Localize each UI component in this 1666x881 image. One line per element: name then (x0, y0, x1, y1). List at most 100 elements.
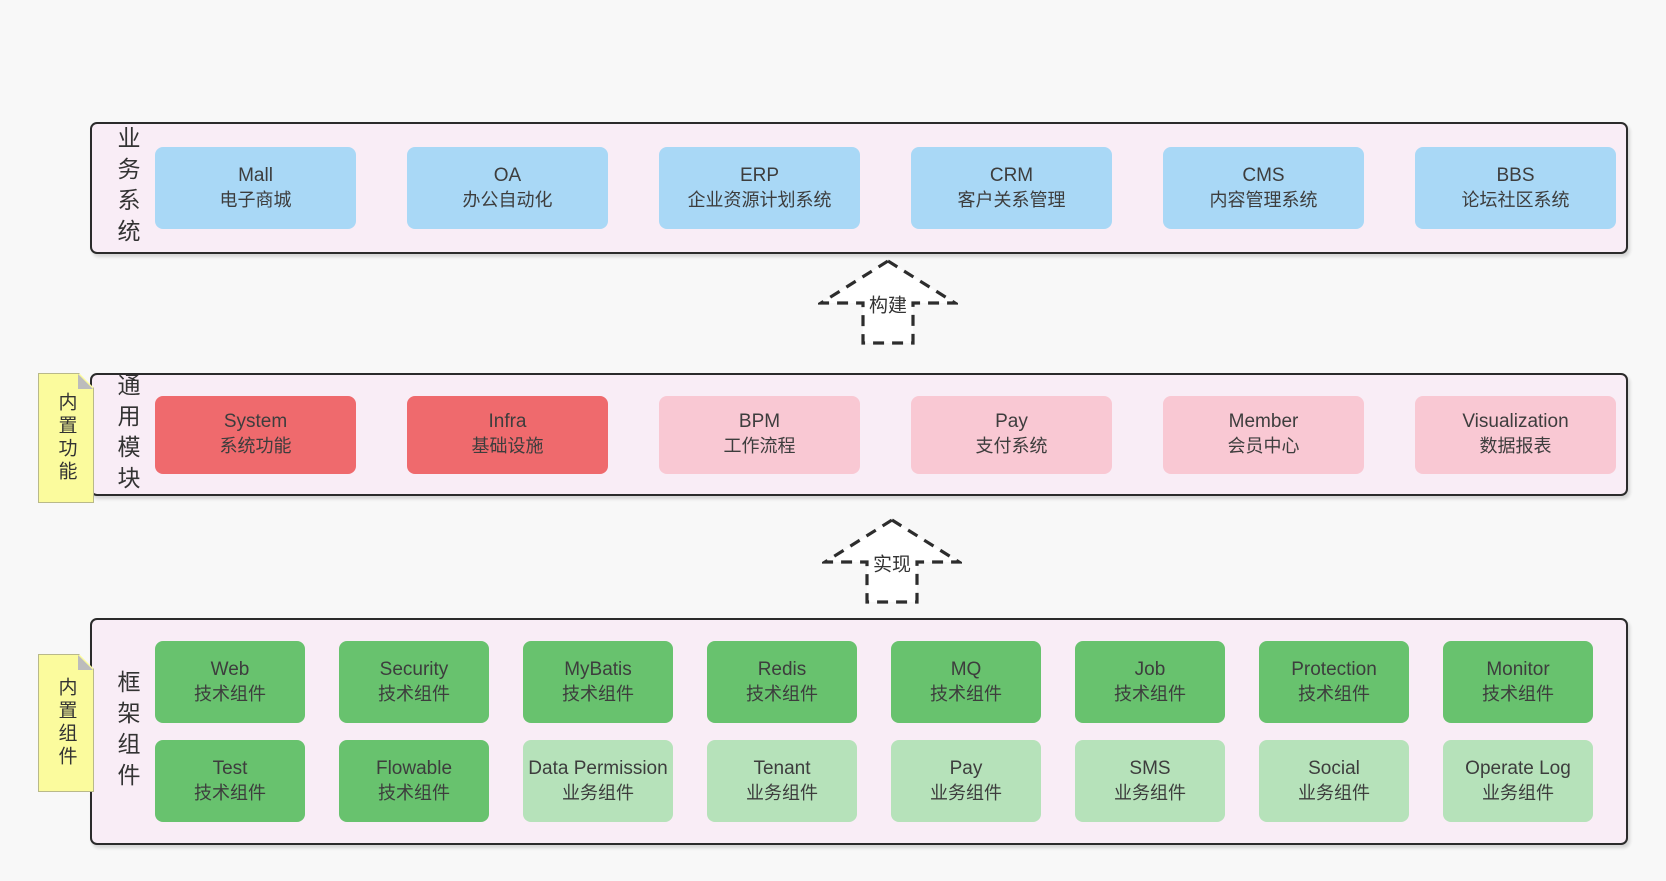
arrow-label: 构建 (865, 289, 911, 319)
band-label: 业务系统 (114, 126, 140, 250)
node-name-zh: 技术组件 (930, 683, 1002, 704)
node-name-zh: 办公自动化 (462, 189, 553, 210)
node-flowable: Flowable 技术组件 (339, 740, 489, 822)
node-cms: CMS 内容管理系统 (1163, 147, 1364, 229)
node-infra: Infra 基础设施 (407, 395, 608, 474)
node-name-zh: 企业资源计划系统 (687, 189, 832, 210)
node-name-en: Protection (1291, 658, 1377, 680)
band-label: 通用模块 (114, 372, 140, 497)
arrow-label: 实现 (869, 548, 915, 578)
node-name-en: MQ (950, 658, 982, 680)
sticky-note-built-in-features: 内置功能 (38, 373, 94, 503)
node-monitor: Monitor 技术组件 (1443, 641, 1593, 723)
node-erp: ERP 企业资源计划系统 (659, 147, 860, 229)
node-name-zh: 业务组件 (1114, 782, 1186, 803)
node-name-zh: 内容管理系统 (1209, 189, 1318, 210)
node-name-en: System (223, 411, 288, 433)
node-name-en: CMS (1242, 164, 1285, 186)
node-name-en: Tenant (753, 757, 811, 779)
node-name-en: ERP (739, 164, 780, 186)
node-crm: CRM 客户关系管理 (911, 147, 1112, 229)
node-social: Social 业务组件 (1259, 740, 1409, 822)
node-name-zh: 系统功能 (219, 436, 292, 457)
node-name-zh: 论坛社区系统 (1461, 189, 1570, 210)
node-name-en: Web (210, 658, 250, 680)
node-name-en: BBS (1496, 164, 1535, 186)
node-mq: MQ 技术组件 (891, 641, 1041, 723)
node-data-permission: Data Permission 业务组件 (523, 740, 673, 822)
node-name-en: Visualization (1462, 411, 1569, 433)
node-name-en: Flowable (375, 757, 453, 779)
node-name-zh: 业务组件 (1298, 782, 1370, 803)
node-name-en: Pay (995, 411, 1028, 433)
node-name-en: Pay (949, 757, 983, 779)
node-name-en: Operate Log (1465, 757, 1571, 779)
node-operate-log: Operate Log 业务组件 (1443, 740, 1593, 822)
node-name-zh: 会员中心 (1227, 436, 1300, 457)
node-name-en: Mall (238, 164, 273, 186)
node-visualization: Visualization 数据报表 (1415, 395, 1616, 474)
sticky-note-built-in-components: 内置组件 (38, 654, 94, 792)
node-row: System 系统功能 Infra 基础设施 BPM 工作流程 Pay 支付系统 Member 会… (155, 395, 1616, 474)
node-name-zh: 技术组件 (378, 683, 450, 704)
node-name-zh: 技术组件 (562, 683, 634, 704)
node-name-en: Security (379, 658, 449, 680)
sticky-label: 内置组件 (55, 677, 77, 769)
node-bbs: BBS 论坛社区系统 (1415, 147, 1616, 229)
node-tenant: Tenant 业务组件 (707, 740, 857, 822)
node-name-zh: 工作流程 (723, 436, 796, 457)
band-rows: System 系统功能 Infra 基础设施 BPM 工作流程 Pay 支付系统 Member 会… (155, 375, 1616, 494)
node-sms: SMS 业务组件 (1075, 740, 1225, 822)
sticky-label: 内置功能 (55, 392, 77, 484)
node-system: System 系统功能 (155, 395, 356, 474)
node-name-en: Infra (488, 411, 527, 433)
node-pay: Pay 支付系统 (911, 395, 1112, 474)
node-name-en: MyBatis (564, 658, 632, 680)
band-common-modules: 通用模块 System 系统功能 Infra 基础设施 BPM 工作流程 Pay 支付系统 Me… (90, 372, 1628, 497)
node-name-zh: 业务组件 (1482, 782, 1554, 803)
node-name-en: Social (1308, 757, 1360, 779)
node-name-en: Job (1134, 658, 1166, 680)
node-name-en: Monitor (1486, 658, 1550, 680)
node-name-zh: 数据报表 (1479, 436, 1552, 457)
node-name-zh: 支付系统 (975, 436, 1048, 457)
node-name-en: CRM (989, 164, 1034, 186)
arrow-implement: 实现 (822, 517, 962, 605)
node-name-zh: 业务组件 (746, 782, 818, 803)
node-name-en: BPM (738, 411, 781, 433)
node-redis: Redis 技术组件 (707, 641, 857, 723)
node-name-zh: 技术组件 (378, 782, 450, 803)
node-job: Job 技术组件 (1075, 641, 1225, 723)
node-mybatis: MyBatis 技术组件 (523, 641, 673, 723)
node-name-en: Data Permission (528, 757, 668, 779)
node-protection: Protection 技术组件 (1259, 641, 1409, 723)
node-name-en: Redis (757, 658, 807, 680)
node-name-zh: 技术组件 (746, 683, 818, 704)
node-web: Web 技术组件 (155, 641, 305, 723)
node-name-zh: 基础设施 (471, 436, 544, 457)
node-security: Security 技术组件 (339, 641, 489, 723)
node-name-zh: 技术组件 (1114, 683, 1186, 704)
node-name-zh: 电子商城 (219, 189, 292, 210)
node-name-zh: 技术组件 (194, 782, 266, 803)
arrow-build: 构建 (818, 258, 958, 346)
node-name-en: SMS (1129, 757, 1171, 779)
node-name-zh: 技术组件 (194, 683, 266, 704)
node-name-zh: 技术组件 (1298, 683, 1370, 704)
node-name-zh: 客户关系管理 (957, 189, 1066, 210)
node-mall: Mall 电子商城 (155, 147, 356, 229)
band-label: 框架组件 (114, 669, 140, 794)
node-name-en: Member (1228, 411, 1299, 433)
node-name-zh: 技术组件 (1482, 683, 1554, 704)
node-name-zh: 业务组件 (562, 782, 634, 803)
